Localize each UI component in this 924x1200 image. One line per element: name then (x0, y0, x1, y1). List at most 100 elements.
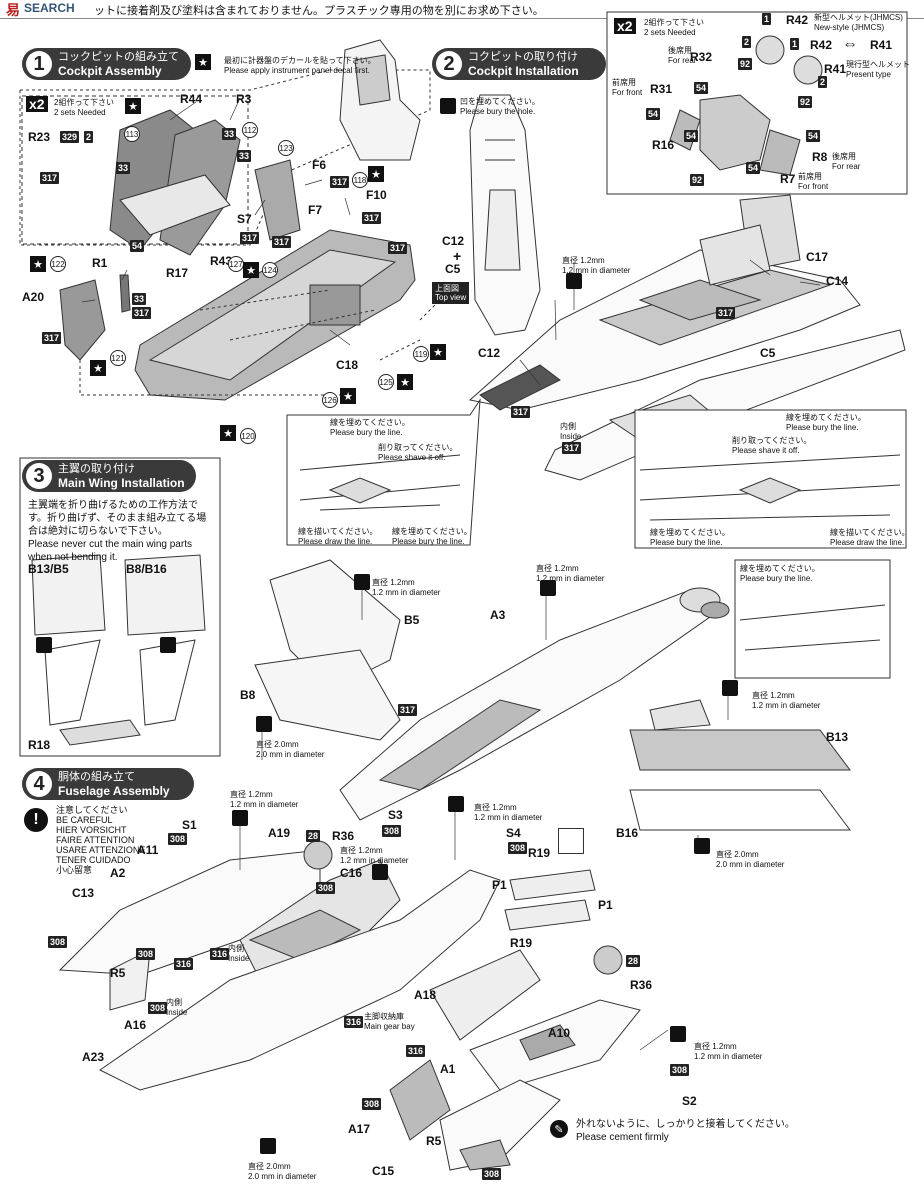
part-124: 124 (262, 262, 278, 278)
dia12-jp: 直径 1.2mm (340, 846, 383, 855)
part-C14: C14 (826, 274, 849, 288)
step3-title-en: Main Wing Installation (58, 476, 185, 490)
part-28a: 28 (306, 830, 321, 842)
pilot-sets: 2組作って下さい 2 sets Needed (644, 18, 704, 38)
diameter-note-a23: 直径 2.0mm 2.0 mm in diameter (248, 1162, 316, 1182)
draw-line-jp: 線を描いてください。 (298, 527, 378, 536)
part-317l: 317 (398, 704, 418, 716)
part-R36a: R36 (332, 829, 355, 843)
decal-note-en: Please apply instrument panel decal firs… (224, 66, 370, 75)
part-120: 120 (240, 428, 256, 444)
rear-en: For rear (832, 162, 861, 171)
bury-hole-en: Please bury the hole. (460, 107, 536, 116)
bury-hole-note: 凹を埋めてください。 Please bury the hole. (460, 97, 540, 117)
rear-jp: 後席用 (668, 46, 692, 55)
shave-en: Please shave it off. (378, 453, 446, 462)
shave-en: Please shave it off. (732, 446, 800, 455)
inside-jp: 内側 (560, 422, 576, 431)
part-1: 1 (762, 13, 772, 25)
part-317f: 317 (388, 242, 408, 254)
step3-note-en: Please never cut the main wing parts whe… (28, 539, 192, 563)
star-icon: ★ (220, 425, 236, 441)
part-C18: C18 (336, 358, 359, 372)
part-R44: R44 (180, 92, 203, 106)
bury-line-jp: 線を埋めてください。 (392, 527, 472, 536)
diameter-note: 直径 1.2mm 1.2 mm in diameter (562, 256, 630, 276)
part-C5: C5 (445, 262, 461, 276)
star-icon: ★ (90, 360, 106, 376)
part-316c: 316 (344, 1016, 364, 1028)
dia12-jp: 直径 1.2mm (536, 564, 579, 573)
step3-note: 主翼端を折り曲げるための工作方法です。折り曲げず、そのまま組み立てる場合は絶対に… (28, 499, 216, 564)
part-2c: 2 (818, 76, 828, 88)
shave-jp: 削り取ってください。 (378, 443, 458, 452)
dia20-jp: 直径 2.0mm (248, 1162, 291, 1171)
dia12-jp: 直径 1.2mm (562, 256, 605, 265)
part-308h: 308 (670, 1064, 690, 1076)
part-A10: A10 (548, 1026, 571, 1040)
shave-note-1: 削り取ってください。 Please shave it off. (378, 443, 457, 463)
part-R42b: R42 (810, 38, 833, 52)
decal-note-jp: 最初に計器盤のデカールを貼って下さい。 (224, 56, 376, 65)
dia12-jp: 直径 1.2mm (372, 578, 415, 587)
step1-header: 1 コックピットの組み立て Cockpit Assembly (22, 48, 191, 80)
part-R32: R32 (690, 50, 713, 64)
part-316b: 316 (174, 958, 194, 970)
part-121: 121 (110, 350, 126, 366)
part-308j: 308 (482, 1168, 502, 1180)
inside-en: Inside (560, 432, 582, 441)
careful-1: BE CAREFUL (56, 815, 113, 825)
part-A18: A18 (414, 988, 437, 1002)
top-view-jp: 上面図 (435, 284, 459, 293)
present-jp: 現行型ヘルメット (846, 60, 910, 69)
inside-en: Inside (228, 954, 250, 963)
part-122: 122 (50, 256, 66, 272)
watermark-search: SEARCH (24, 1, 75, 15)
no-cement-icon (558, 828, 584, 854)
part-A19: A19 (268, 826, 291, 840)
part-C12b: C12 (478, 346, 501, 360)
part-R23: R23 (28, 130, 51, 144)
part-92b: 92 (798, 96, 813, 108)
diameter-note-b13: 直径 1.2mm 1.2 mm in diameter (752, 691, 820, 711)
part-B8B16: B8/B16 (126, 562, 167, 576)
part-119: 119 (413, 346, 429, 362)
part-92a: 92 (738, 58, 753, 70)
top-view-en: Top view (435, 293, 467, 302)
part-308c: 308 (508, 842, 528, 854)
part-C15: C15 (372, 1164, 395, 1178)
inside-note: 内側 Inside (560, 422, 581, 442)
careful-0: 注意してください (56, 805, 128, 815)
dia20-jp: 直径 2.0mm (716, 850, 759, 859)
careful-6: 小心留意 (56, 865, 93, 875)
pilot-sets-jp: 2組作って下さい (644, 18, 705, 27)
shave-jp: 削り取ってください。 (732, 436, 812, 445)
part-317g: 317 (132, 307, 152, 319)
part-A3: A3 (490, 608, 506, 622)
star-icon: ★ (430, 344, 446, 360)
part-R43: R43 (210, 254, 233, 268)
part-2: 2 (84, 131, 94, 143)
part-B13B5: B13/B5 (28, 562, 69, 576)
front-label-1: 前席用 For front (612, 78, 642, 98)
part-308b: 308 (382, 825, 402, 837)
careful-5: TENER CUIDADO (56, 855, 131, 865)
draw-line-note-1: 線を描いてください。 Please draw the line. (298, 527, 378, 547)
drill-icon (448, 796, 464, 812)
part-316d: 316 (406, 1045, 426, 1057)
top-view-label: 上面図 Top view (432, 282, 470, 304)
part-92c: 92 (690, 174, 705, 186)
part-A20: A20 (22, 290, 45, 304)
star-icon: ★ (243, 262, 259, 278)
part-54: 54 (130, 240, 145, 252)
part-R8: R8 (812, 150, 828, 164)
star-icon: ★ (340, 388, 356, 404)
step3-title-jp: 主翼の取り付け (58, 463, 135, 475)
inside-jp: 内側 (166, 998, 182, 1007)
part-R5b: R5 (426, 1134, 442, 1148)
inside-jp: 内側 (228, 944, 244, 953)
bury-line-en: Please bury the line. (786, 423, 859, 432)
part-112: 112 (242, 122, 258, 138)
rear-en: For rear (668, 56, 697, 65)
main-gear-note: 主脚収納庫 Main gear bay (364, 1012, 415, 1032)
